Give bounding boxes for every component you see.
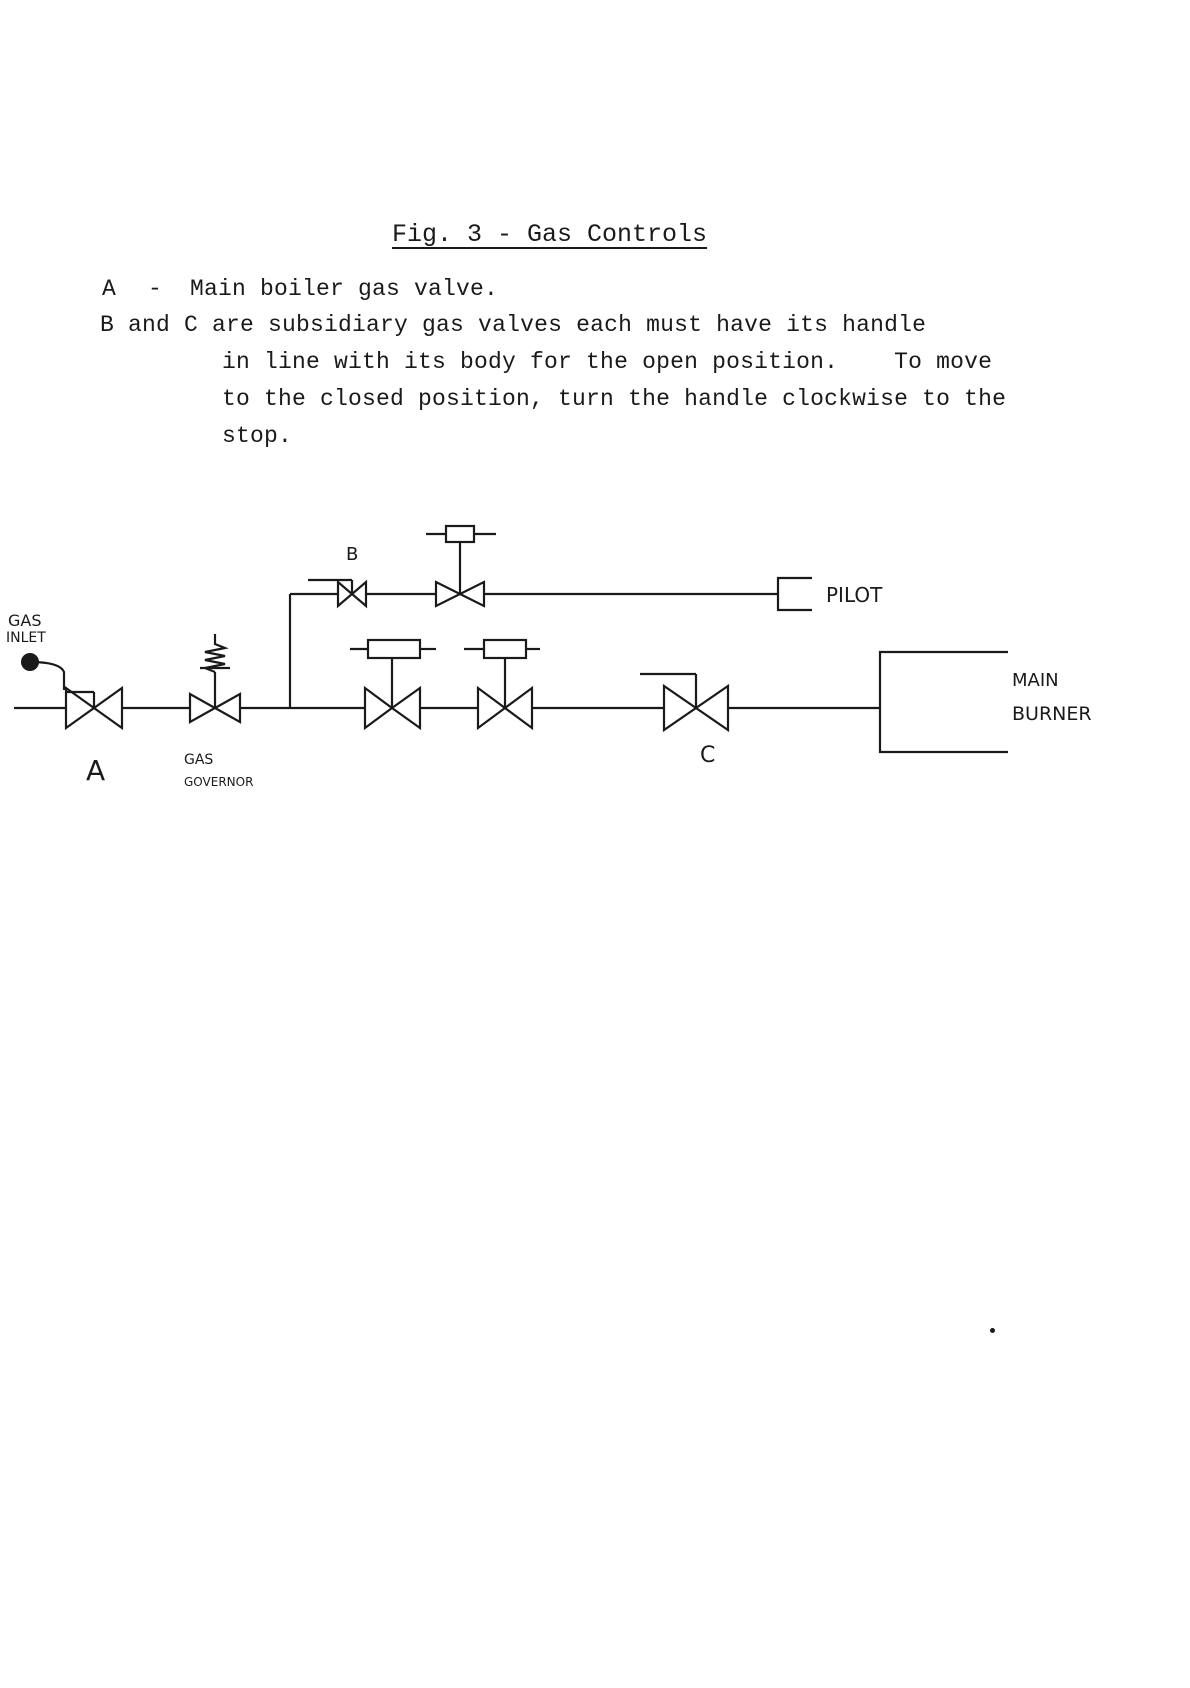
legend-bc-line-3: to the closed position, turn the handle … [222, 386, 1007, 412]
valve-a-label: A [86, 754, 105, 787]
gas-governor-icon [188, 634, 242, 724]
legend-bc-line-4: stop. [222, 423, 293, 449]
valve-b-label: B [346, 544, 358, 565]
gas-inlet-pipe [29, 660, 66, 690]
scan-speck [990, 1328, 995, 1333]
pilot-solenoid-valve-icon [426, 524, 496, 608]
valve-c-label: C [700, 743, 715, 768]
gas-governor-label-2: GOVERNOR [184, 775, 253, 789]
pilot-branch-pipe [288, 592, 778, 708]
pilot-burner-icon [776, 576, 812, 612]
legend-bc-line-1: B and C are subsidiary gas valves each m… [100, 312, 927, 338]
main-solenoid-valve-1-icon [350, 638, 436, 731]
main-solenoid-valve-2-icon [464, 638, 540, 731]
legend-a-description: Main boiler gas valve. [190, 276, 499, 302]
legend-a-key: A [102, 276, 117, 302]
gas-inlet-label-1: GAS [8, 611, 42, 630]
gas-governor-label-1: GAS [184, 752, 213, 768]
legend-a-dash: - [148, 276, 163, 302]
gas-controls-diagram: GAS INLET A GA [6, 524, 1092, 789]
legend-bc-line-2: in line with its body for the open posit… [222, 349, 993, 375]
gas-inlet: GAS INLET [6, 611, 66, 690]
figure-title: Fig. 3 - Gas Controls [392, 220, 708, 249]
valve-b-icon [308, 578, 368, 609]
main-burner-label-1: MAIN [1012, 670, 1059, 691]
pilot-label: PILOT [826, 583, 883, 607]
gas-inlet-label-2: INLET [6, 630, 46, 646]
main-burner-icon [878, 650, 1008, 754]
main-burner-label-2: BURNER [1012, 703, 1092, 725]
valve-c-icon [640, 672, 730, 733]
valve-a-icon [64, 685, 124, 731]
